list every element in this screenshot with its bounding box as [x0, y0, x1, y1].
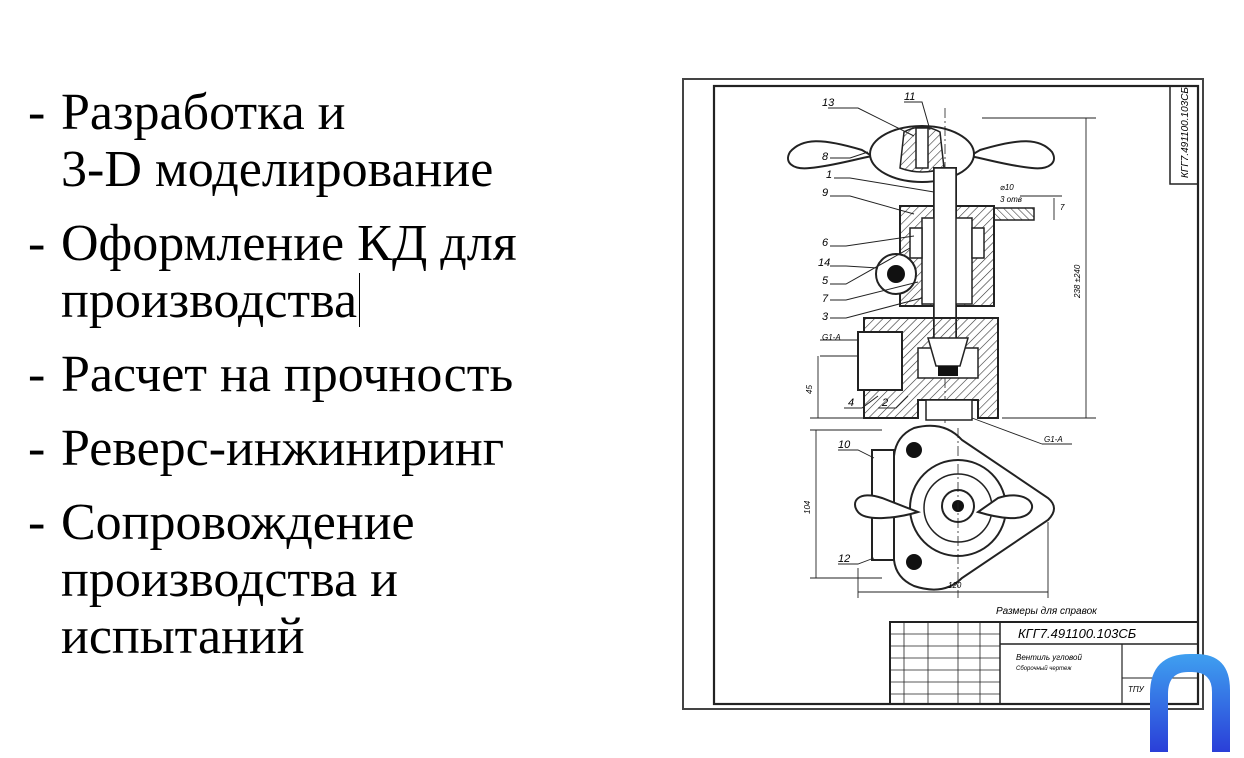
- bullet-item: - Расчет на прочность: [28, 346, 628, 403]
- dim-thread-side: G1-A: [822, 333, 841, 342]
- dim-7: 7: [1060, 203, 1065, 212]
- reference-note: Размеры для справок: [996, 606, 1098, 617]
- bullet-text: Сопровождение производства и испытаний: [61, 494, 628, 665]
- bullet-line[interactable]: производства: [61, 272, 628, 329]
- callout-12: 12: [838, 553, 850, 565]
- title-block-code: КГГ7.491100.103СБ: [1018, 626, 1137, 641]
- title-block-subtitle: Сборочный чертеж: [1016, 665, 1072, 672]
- dim-d10: ⌀10: [1000, 183, 1014, 192]
- bullet-item: - Реверс-инжиниринг: [28, 420, 628, 477]
- title-block-org: ТПУ: [1128, 685, 1145, 694]
- bullet-line: испытаний: [61, 608, 305, 665]
- bullet-item: - Оформление КД для производства: [28, 215, 628, 329]
- bullet-line: Сопровождение: [61, 494, 415, 551]
- callout-2: 2: [881, 397, 888, 409]
- callout-11: 11: [904, 91, 915, 103]
- bullet-line: 3-D моделирование: [61, 141, 494, 198]
- side-stamp-code: КГГ7.491100.103СБ: [1180, 87, 1191, 178]
- valve-bonnet: [899, 167, 1035, 345]
- bullet-text: Расчет на прочность: [61, 346, 628, 403]
- text-cursor: [359, 273, 361, 327]
- bullet-dash: -: [28, 494, 46, 551]
- side-nut-hole: [887, 265, 905, 283]
- upper-dimensions: [810, 117, 1096, 445]
- callout-4: 4: [848, 397, 854, 409]
- dim-45: 45: [805, 385, 814, 394]
- dim-total-height: 238 ±240: [1073, 264, 1082, 299]
- bullet-line: производства и: [61, 551, 398, 608]
- company-logo-icon: [1150, 654, 1230, 752]
- title-block-name: Вентиль угловой: [1016, 653, 1083, 662]
- bullet-line: Оформление КД для: [61, 215, 517, 272]
- callout-leaders: [828, 101, 935, 409]
- callout-7: 7: [822, 293, 829, 305]
- bullet-line: Реверс-инжиниринг: [61, 420, 505, 477]
- dim-104: 104: [803, 500, 812, 514]
- bullet-line-text: производства: [61, 272, 358, 329]
- bullet-text: Реверс-инжиниринг: [61, 420, 628, 477]
- bullet-text: Разработка и 3-D моделирование: [61, 84, 628, 198]
- bullet-item: - Разработка и 3-D моделирование: [28, 84, 628, 198]
- bullet-dash: -: [28, 346, 46, 403]
- bullet-dash: -: [28, 215, 46, 272]
- side-stamp: [1169, 85, 1199, 185]
- callout-1: 1: [826, 169, 832, 181]
- bullet-list: - Разработка и 3-D моделирование - Оформ…: [28, 84, 628, 682]
- valve-body: [857, 317, 999, 421]
- assembly-drawing: КГГ7.491100.103СБ: [682, 78, 1204, 710]
- plan-dimensions: [810, 429, 1049, 598]
- callout-3: 3: [822, 311, 829, 323]
- bullet-line: Разработка и: [61, 84, 346, 141]
- callout-8: 8: [822, 151, 829, 163]
- bullet-text: Оформление КД для производства: [61, 215, 628, 329]
- callout-6: 6: [822, 237, 829, 249]
- callout-5: 5: [822, 275, 829, 287]
- dim-120: 120: [948, 581, 962, 590]
- callout-10: 10: [838, 439, 851, 451]
- callout-14: 14: [818, 257, 830, 269]
- bullet-line: Расчет на прочность: [61, 346, 514, 403]
- bullet-dash: -: [28, 420, 46, 477]
- plan-view: [854, 424, 1055, 598]
- dim-thread-bottom: G1-A: [1044, 435, 1063, 444]
- callout-13: 13: [822, 97, 835, 109]
- bullet-item: - Сопровождение производства и испытаний: [28, 494, 628, 665]
- callout-9: 9: [822, 187, 828, 199]
- bullet-dash: -: [28, 84, 46, 141]
- dim-holes: 3 отв: [1000, 195, 1022, 204]
